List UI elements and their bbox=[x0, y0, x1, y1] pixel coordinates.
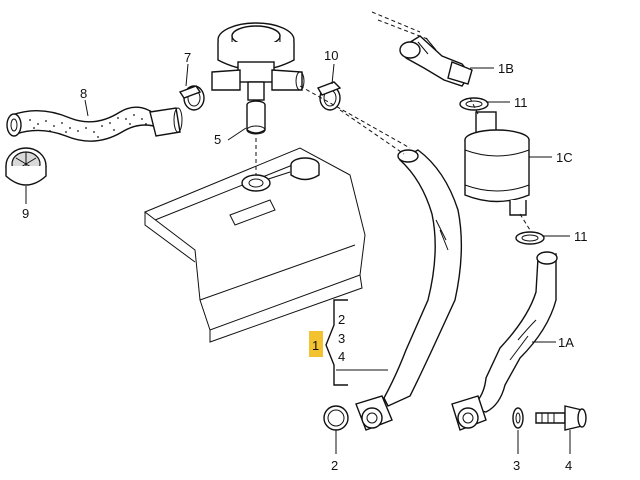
hose-clamp-11-mid bbox=[515, 231, 545, 245]
small-hose-5 bbox=[246, 100, 266, 175]
breather-hose-left bbox=[6, 106, 183, 142]
hose-clamp-7 bbox=[178, 85, 205, 111]
leader-lines bbox=[25, 63, 571, 454]
callout-10: 10 bbox=[324, 48, 338, 63]
callout-bracket bbox=[325, 299, 388, 386]
callout-1: 1 bbox=[312, 338, 319, 353]
breather-cap bbox=[5, 147, 47, 186]
callout-5: 5 bbox=[214, 132, 221, 147]
callout-1a: 1A bbox=[558, 335, 574, 350]
seal-ring-2 bbox=[323, 405, 349, 431]
hose-1b bbox=[399, 35, 473, 87]
valve-cover bbox=[144, 147, 366, 343]
callout-4-top: 4 bbox=[338, 349, 345, 364]
hose-clamp-10 bbox=[316, 81, 342, 111]
callout-1b: 1B bbox=[498, 61, 514, 76]
pressure-regulator-valve bbox=[211, 22, 305, 101]
washer-3 bbox=[512, 407, 524, 429]
callout-8: 8 bbox=[80, 86, 87, 101]
callout-2-bottom: 2 bbox=[331, 458, 338, 473]
flange-left bbox=[355, 395, 393, 431]
callout-3-top: 3 bbox=[338, 331, 345, 346]
breather-pipe-1 bbox=[383, 149, 463, 407]
callout-1-highlight bbox=[309, 331, 323, 357]
oil-separator-1c bbox=[464, 111, 530, 216]
callout-4-bottom: 4 bbox=[565, 458, 572, 473]
callout-7: 7 bbox=[184, 50, 191, 65]
callout-1c: 1C bbox=[556, 150, 573, 165]
callout-3-bottom: 3 bbox=[513, 458, 520, 473]
hose-dots bbox=[29, 114, 155, 138]
filler-cap bbox=[290, 157, 320, 181]
hose-clamp-11-top bbox=[459, 97, 489, 111]
callout-11-top: 11 bbox=[514, 95, 528, 110]
cover-grommet bbox=[241, 174, 271, 192]
callout-11-mid: 11 bbox=[574, 229, 588, 244]
callout-2-top: 2 bbox=[338, 312, 345, 327]
flange-right bbox=[451, 395, 487, 431]
hose-1a bbox=[468, 251, 558, 413]
bolt-4 bbox=[535, 405, 587, 431]
callout-9: 9 bbox=[22, 206, 29, 221]
